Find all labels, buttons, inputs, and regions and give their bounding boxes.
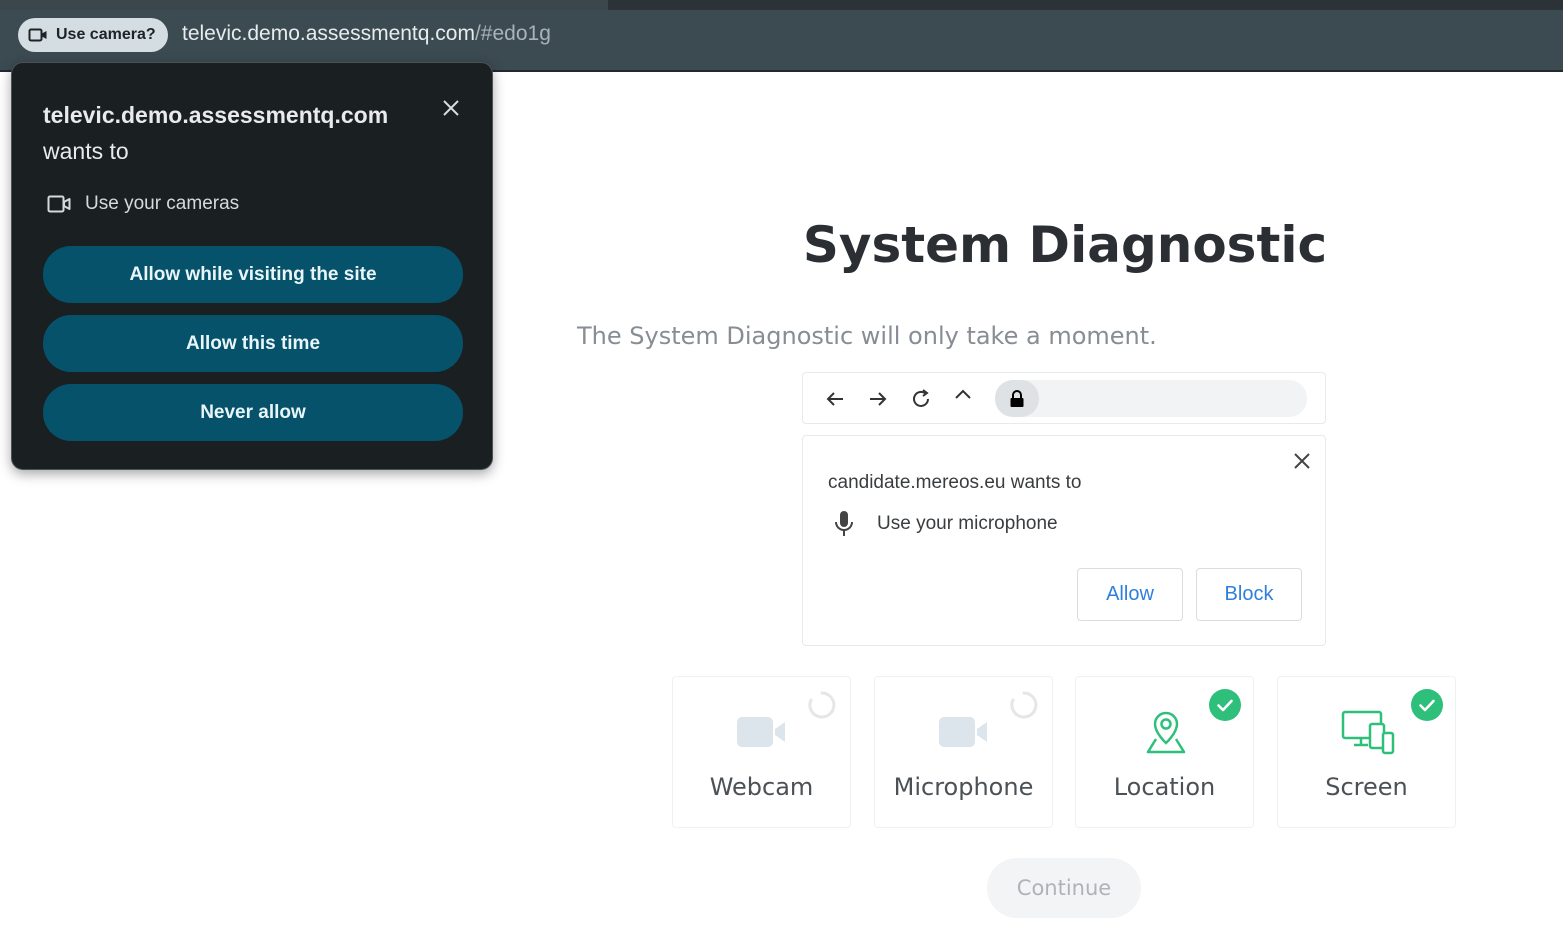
never-allow-button[interactable]: Never allow	[43, 384, 463, 441]
check-circle-icon	[1209, 689, 1241, 721]
example-permission-dialog: candidate.mereos.eu wants to Use your mi…	[802, 435, 1326, 646]
page-title: System Diagnostic	[802, 216, 1328, 274]
lock-badge	[995, 380, 1039, 417]
close-icon	[1294, 453, 1310, 469]
continue-button[interactable]: Continue	[987, 858, 1141, 918]
close-icon[interactable]	[440, 97, 462, 119]
example-dialog-heading: candidate.mereos.eu wants to	[828, 472, 1082, 493]
lock-icon	[1010, 389, 1024, 407]
camera-permission-chip[interactable]: Use camera?	[18, 18, 168, 52]
location-pin-icon	[1146, 711, 1186, 754]
popup-title: televic.demo.assessmentq.com wants to	[43, 97, 423, 169]
url-host: televic.demo.assessmentq.com	[182, 22, 475, 45]
popup-request-label: Use your cameras	[85, 193, 240, 214]
example-allow-button: Allow	[1077, 568, 1183, 621]
camera-icon	[28, 28, 47, 42]
forward-arrow-icon	[870, 392, 887, 406]
active-tab-area[interactable]	[0, 0, 608, 10]
camera-icon	[47, 195, 71, 213]
address-bar[interactable]: Use camera? televic.demo.assessmentq.com…	[0, 10, 1563, 72]
check-card-location: Location	[1075, 676, 1254, 828]
check-card-webcam: Webcam	[672, 676, 851, 828]
example-browser-bar	[802, 372, 1326, 424]
check-label: Screen	[1325, 773, 1408, 801]
check-circle-icon	[1411, 689, 1443, 721]
example-dialog-request-label: Use your microphone	[877, 513, 1058, 534]
popup-wants-to: wants to	[43, 138, 129, 164]
check-card-microphone: Microphone	[874, 676, 1053, 828]
popup-site: televic.demo.assessmentq.com	[43, 102, 389, 128]
check-label: Microphone	[893, 773, 1034, 801]
loading-spinner-icon	[808, 691, 836, 719]
loading-spinner-icon	[1010, 691, 1038, 719]
back-arrow-icon	[826, 392, 843, 406]
devices-icon	[1341, 710, 1395, 755]
chip-label: Use camera?	[56, 26, 156, 43]
page-subtitle: The System Diagnostic will only take a m…	[577, 322, 1157, 350]
reload-icon	[913, 389, 929, 407]
microphone-icon	[835, 511, 853, 536]
video-camera-icon	[737, 717, 785, 747]
check-label: Webcam	[709, 773, 814, 801]
example-block-button: Block	[1196, 568, 1302, 621]
video-camera-icon	[939, 717, 987, 747]
camera-permission-popup: televic.demo.assessmentq.com wants to Us…	[11, 62, 493, 470]
example-address-field	[995, 380, 1307, 417]
allow-this-time-button[interactable]: Allow this time	[43, 315, 463, 372]
allow-while-visiting-button[interactable]: Allow while visiting the site	[43, 246, 463, 303]
chevron-up-icon	[955, 389, 971, 399]
browser-tab-strip	[0, 0, 1563, 10]
example-dialog-request: Use your microphone	[833, 510, 1058, 538]
popup-request: Use your cameras	[47, 193, 239, 215]
url-text[interactable]: televic.demo.assessmentq.com/#edo1g	[182, 22, 551, 46]
check-card-screen: Screen	[1277, 676, 1456, 828]
url-path: /#edo1g	[474, 22, 551, 45]
check-label: Location	[1113, 773, 1216, 801]
